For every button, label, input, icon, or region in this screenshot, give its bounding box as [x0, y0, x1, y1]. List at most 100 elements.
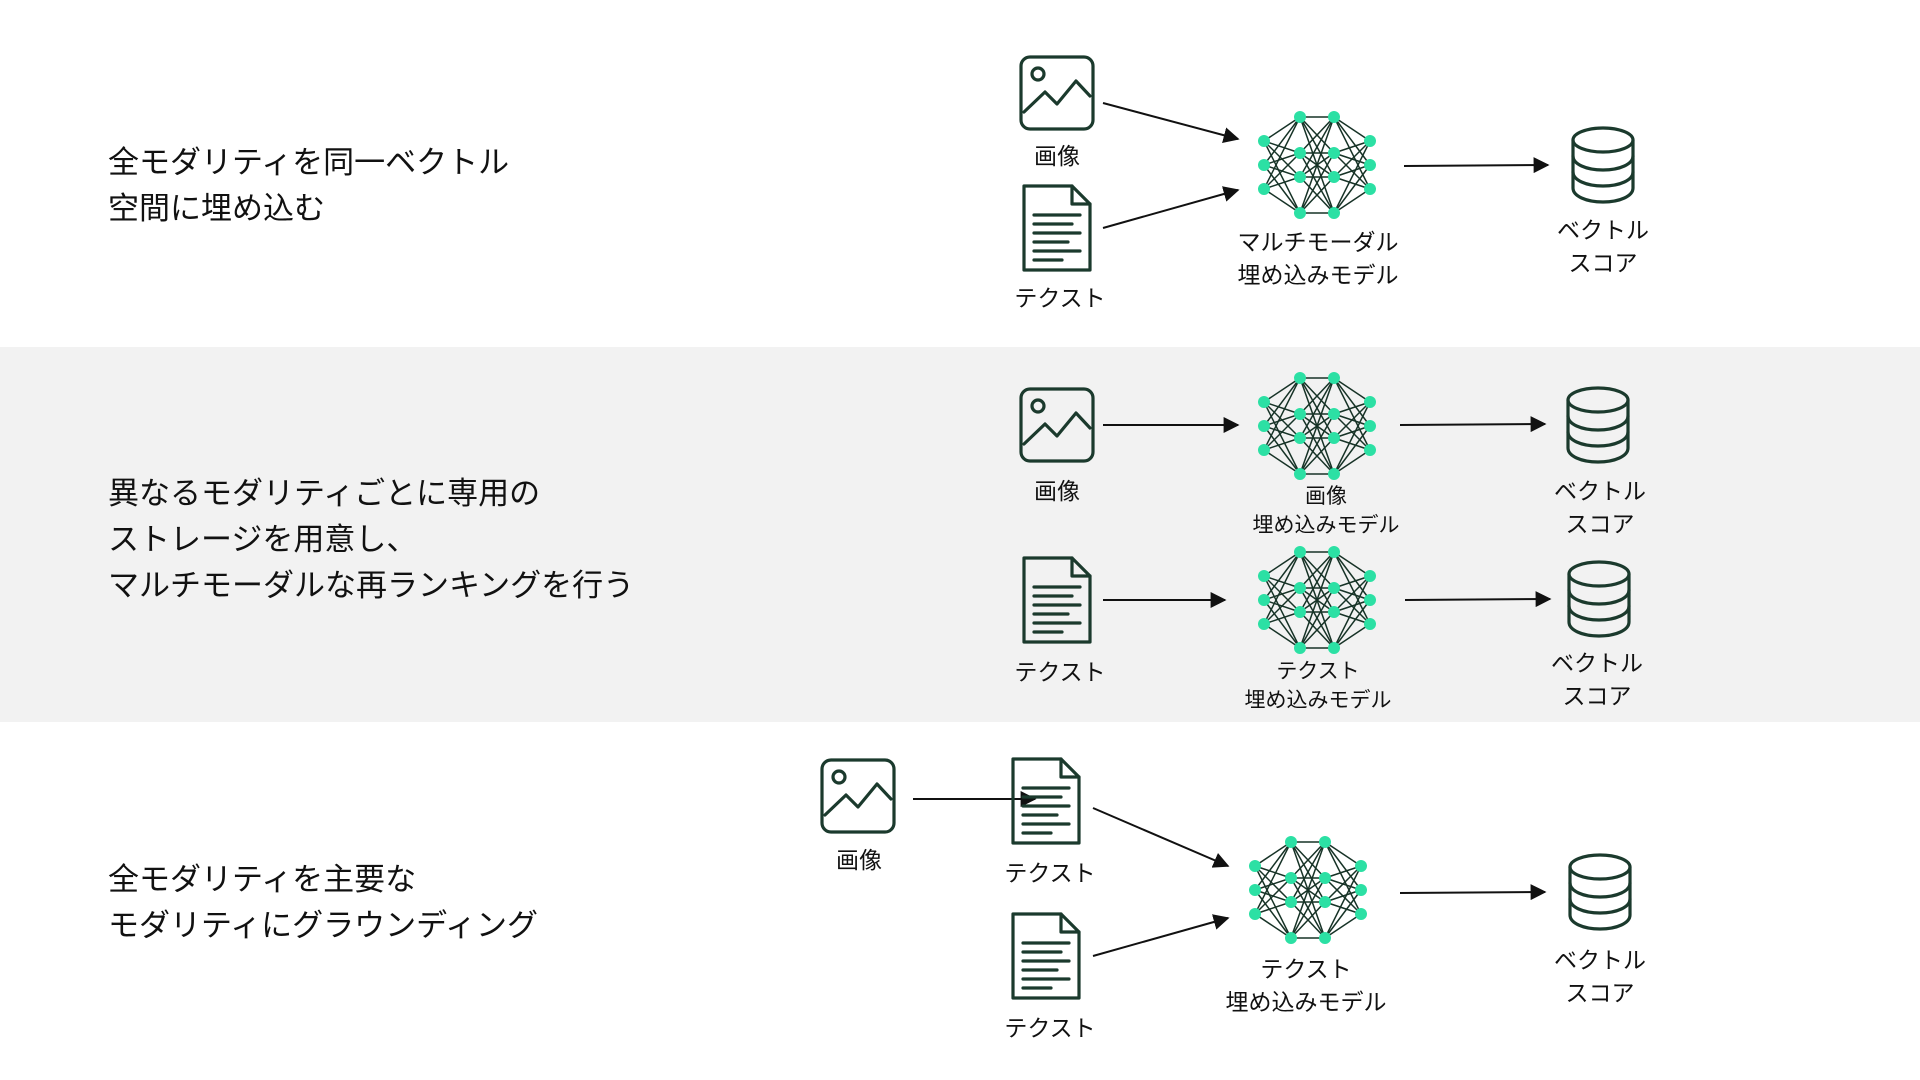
nn-edge: [1254, 877, 1292, 915]
nn-edge: [1263, 152, 1301, 166]
nn-edge: [1333, 377, 1371, 427]
row-3-band: [0, 722, 1920, 1080]
nn-edge: [1263, 551, 1301, 625]
row-3-score-label: スコア: [1566, 981, 1635, 1007]
nn-edge: [1299, 152, 1335, 214]
nn-edge: [1263, 413, 1301, 427]
nn-node: [1294, 372, 1306, 384]
row-1-description-line: 空間に埋め込む: [108, 191, 325, 227]
nn-node: [1294, 408, 1306, 420]
row-1-model-label: マルチモーダル: [1238, 230, 1399, 256]
nn-node: [1328, 582, 1340, 594]
nn-node: [1328, 468, 1340, 480]
row-2-description-line: マルチモーダルな再ランキングを行う: [108, 568, 635, 604]
nn-edge: [1263, 377, 1301, 403]
nn-edge: [1263, 116, 1301, 190]
nn-node: [1258, 159, 1270, 171]
nn-edge: [1299, 437, 1335, 475]
row-2-text-document-icon: [1022, 556, 1092, 644]
nn-node: [1285, 896, 1297, 908]
row-1-score-label: ベクトル: [1557, 218, 1649, 244]
nn-edge: [1299, 551, 1335, 649]
row-3-text-document-icon: [1011, 912, 1081, 1000]
nn-edge: [1333, 599, 1371, 613]
nn-edge: [1299, 587, 1335, 649]
nn-edge: [1333, 176, 1371, 190]
row-2-description: 異なるモダリティごとに専用の ストレージを用意し、 マルチモーダルな再ランキング…: [108, 471, 634, 609]
nn-edge: [1299, 377, 1335, 439]
nn-edge: [1263, 437, 1301, 451]
row-1-text-document-icon: [1022, 184, 1092, 272]
row-2-text-score-label: ベクトル: [1551, 651, 1643, 677]
nn-edge: [1263, 413, 1301, 451]
nn-edge: [1263, 599, 1301, 649]
row-2-image-icon: [1019, 387, 1095, 463]
nn-edge: [1254, 877, 1292, 891]
row-3-text-label: テクスト: [1004, 1016, 1095, 1042]
nn-edge: [1333, 449, 1371, 475]
nn-edge: [1333, 116, 1371, 190]
nn-node: [1285, 932, 1297, 944]
nn-edge: [1263, 116, 1301, 142]
nn-edge: [1290, 841, 1326, 939]
nn-edge: [1333, 188, 1371, 214]
nn-node: [1328, 171, 1340, 183]
nn-node: [1328, 147, 1340, 159]
row-3-grounded-text-to-model-arrow: [1092, 807, 1230, 868]
nn-node: [1328, 408, 1340, 420]
nn-edge: [1324, 913, 1362, 939]
nn-node: [1294, 432, 1306, 444]
nn-node: [1258, 594, 1270, 606]
row-2-text-model-label: テクスト: [1276, 659, 1359, 683]
row-3-score-label: ベクトル: [1554, 948, 1646, 974]
nn-node: [1294, 111, 1306, 123]
nn-edge: [1333, 575, 1371, 649]
nn-edge: [1333, 551, 1371, 625]
nn-edge: [1333, 116, 1371, 142]
row-3-description: 全モダリティを主要な モダリティにグラウンディング: [108, 857, 538, 949]
row-2-text-database-icon: [1567, 560, 1631, 638]
nn-edge: [1333, 140, 1371, 214]
nn-edge: [1299, 377, 1335, 475]
nn-node: [1328, 432, 1340, 444]
nn-edge: [1324, 841, 1362, 915]
nn-edge: [1254, 865, 1292, 879]
row-1-text-label: テクスト: [1014, 286, 1105, 312]
nn-node: [1319, 932, 1331, 944]
nn-edge: [1254, 889, 1292, 939]
nn-edge: [1254, 841, 1292, 867]
row-2-text-model-label: 埋め込みモデル: [1245, 688, 1392, 712]
nn-node: [1319, 836, 1331, 848]
row-3-grounded-text-document-icon: [1011, 757, 1081, 845]
nn-edge: [1299, 116, 1335, 178]
nn-edge: [1263, 116, 1301, 166]
row-3-model-label: 埋め込みモデル: [1226, 990, 1387, 1016]
nn-edge: [1290, 841, 1326, 903]
nn-edge: [1254, 901, 1292, 915]
nn-edge: [1299, 551, 1335, 613]
nn-edge: [1299, 551, 1335, 589]
row-1-image-to-model-arrow: [1102, 102, 1240, 144]
row-2-image-model-label: 画像: [1305, 484, 1347, 508]
nn-edge: [1263, 140, 1301, 154]
nn-node: [1249, 884, 1261, 896]
row-1-model-to-score-arrow: [1403, 157, 1550, 174]
row-3-text-to-model-arrow: [1092, 914, 1230, 957]
row-1-band: [0, 0, 1920, 347]
nn-node: [1364, 135, 1376, 147]
row-1-model-label: 埋め込みモデル: [1238, 263, 1399, 289]
nn-node: [1319, 896, 1331, 908]
nn-edge: [1324, 865, 1362, 939]
nn-edge: [1333, 140, 1371, 178]
nn-node: [1328, 606, 1340, 618]
nn-edge: [1263, 575, 1301, 589]
row-2-image-database-icon: [1566, 386, 1630, 464]
nn-edge: [1263, 551, 1301, 601]
nn-edge: [1263, 575, 1301, 649]
nn-node: [1294, 147, 1306, 159]
row-2-text-score-label: スコア: [1563, 684, 1632, 710]
nn-node: [1328, 372, 1340, 384]
row-2-image-score-label: ベクトル: [1554, 479, 1646, 505]
nn-node: [1285, 836, 1297, 848]
